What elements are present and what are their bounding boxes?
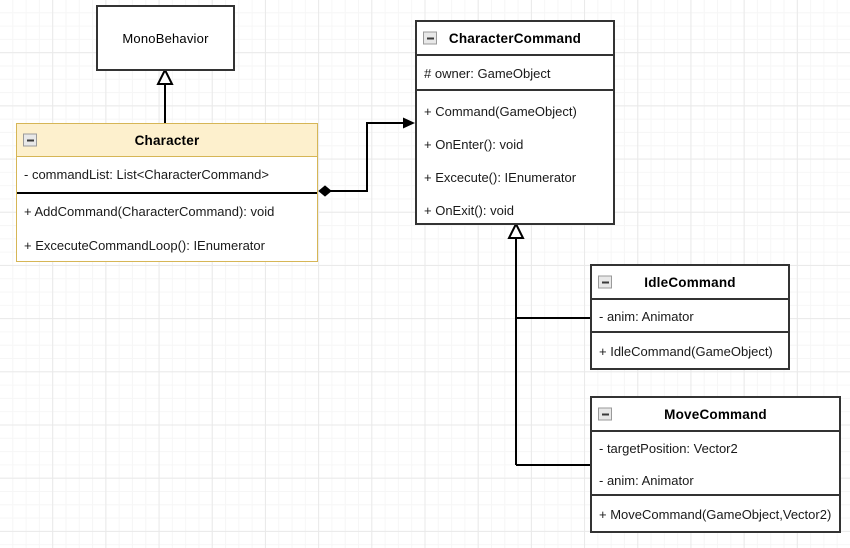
class-box-idlecommand[interactable]: IdleCommand - anim: Animator + IdleComma… [590, 264, 790, 370]
attributes-section-character: - commandList: List<CharacterCommand> [17, 157, 317, 192]
operation-row: + OnEnter(): void [424, 137, 524, 152]
operation-row: + Excecute(): IEnumerator [424, 170, 577, 185]
relation-subcommands-extend-charactercommand [507, 221, 590, 466]
class-header-movecommand: MoveCommand [592, 398, 839, 430]
attribute-row: - targetPosition: Vector2 [599, 440, 738, 456]
class-header-charactercommand: CharacterCommand [417, 22, 613, 54]
attribute-row: # owner: GameObject [424, 66, 551, 81]
operations-section-character: + AddCommand(CharacterCommand): void + E… [17, 192, 317, 260]
operation-row: + OnExit(): void [424, 203, 514, 218]
class-box-charactercommand[interactable]: CharacterCommand # owner: GameObject + C… [415, 20, 615, 225]
class-header-character: Character [17, 124, 317, 157]
attributes-section-movecommand: - targetPosition: Vector2 - anim: Animat… [592, 430, 839, 494]
class-title-movecommand: MoveCommand [664, 406, 767, 422]
operation-row: + AddCommand(CharacterCommand): void [24, 203, 275, 219]
minus-icon[interactable] [598, 275, 612, 289]
attributes-section-charactercommand: # owner: GameObject [417, 54, 613, 89]
class-header-idlecommand: IdleCommand [592, 266, 788, 298]
relation-character-aggregates-charactercommand [318, 117, 415, 197]
operations-section-movecommand: + MoveCommand(GameObject,Vector2) [592, 494, 839, 531]
relation-character-extends-monobehavior [156, 67, 174, 123]
operation-row: + Command(GameObject) [424, 104, 577, 119]
attribute-row: - anim: Animator [599, 472, 694, 488]
class-title-character: Character [134, 132, 200, 148]
operation-row: + ExcecuteCommandLoop(): IEnumerator [24, 237, 265, 253]
minus-icon[interactable] [598, 407, 612, 421]
attributes-section-idlecommand: - anim: Animator [592, 298, 788, 331]
class-box-character[interactable]: Character - commandList: List<CharacterC… [16, 123, 318, 262]
minus-icon[interactable] [23, 133, 37, 147]
operations-section-charactercommand: + Command(GameObject) + OnEnter(): void … [417, 89, 613, 223]
class-box-monobehavior[interactable]: MonoBehavior [96, 5, 235, 71]
class-title-idlecommand: IdleCommand [644, 274, 736, 290]
class-title-monobehavior: MonoBehavior [122, 30, 209, 46]
operation-row: + IdleCommand(GameObject) [599, 344, 773, 359]
minus-icon[interactable] [423, 31, 437, 45]
class-title-charactercommand: CharacterCommand [448, 30, 582, 46]
operation-row: + MoveCommand(GameObject,Vector2) [599, 507, 832, 522]
attribute-row: - anim: Animator [599, 309, 694, 324]
attribute-row: - commandList: List<CharacterCommand> [24, 167, 269, 182]
class-box-movecommand[interactable]: MoveCommand - targetPosition: Vector2 - … [590, 396, 841, 533]
operations-section-idlecommand: + IdleCommand(GameObject) [592, 331, 788, 368]
